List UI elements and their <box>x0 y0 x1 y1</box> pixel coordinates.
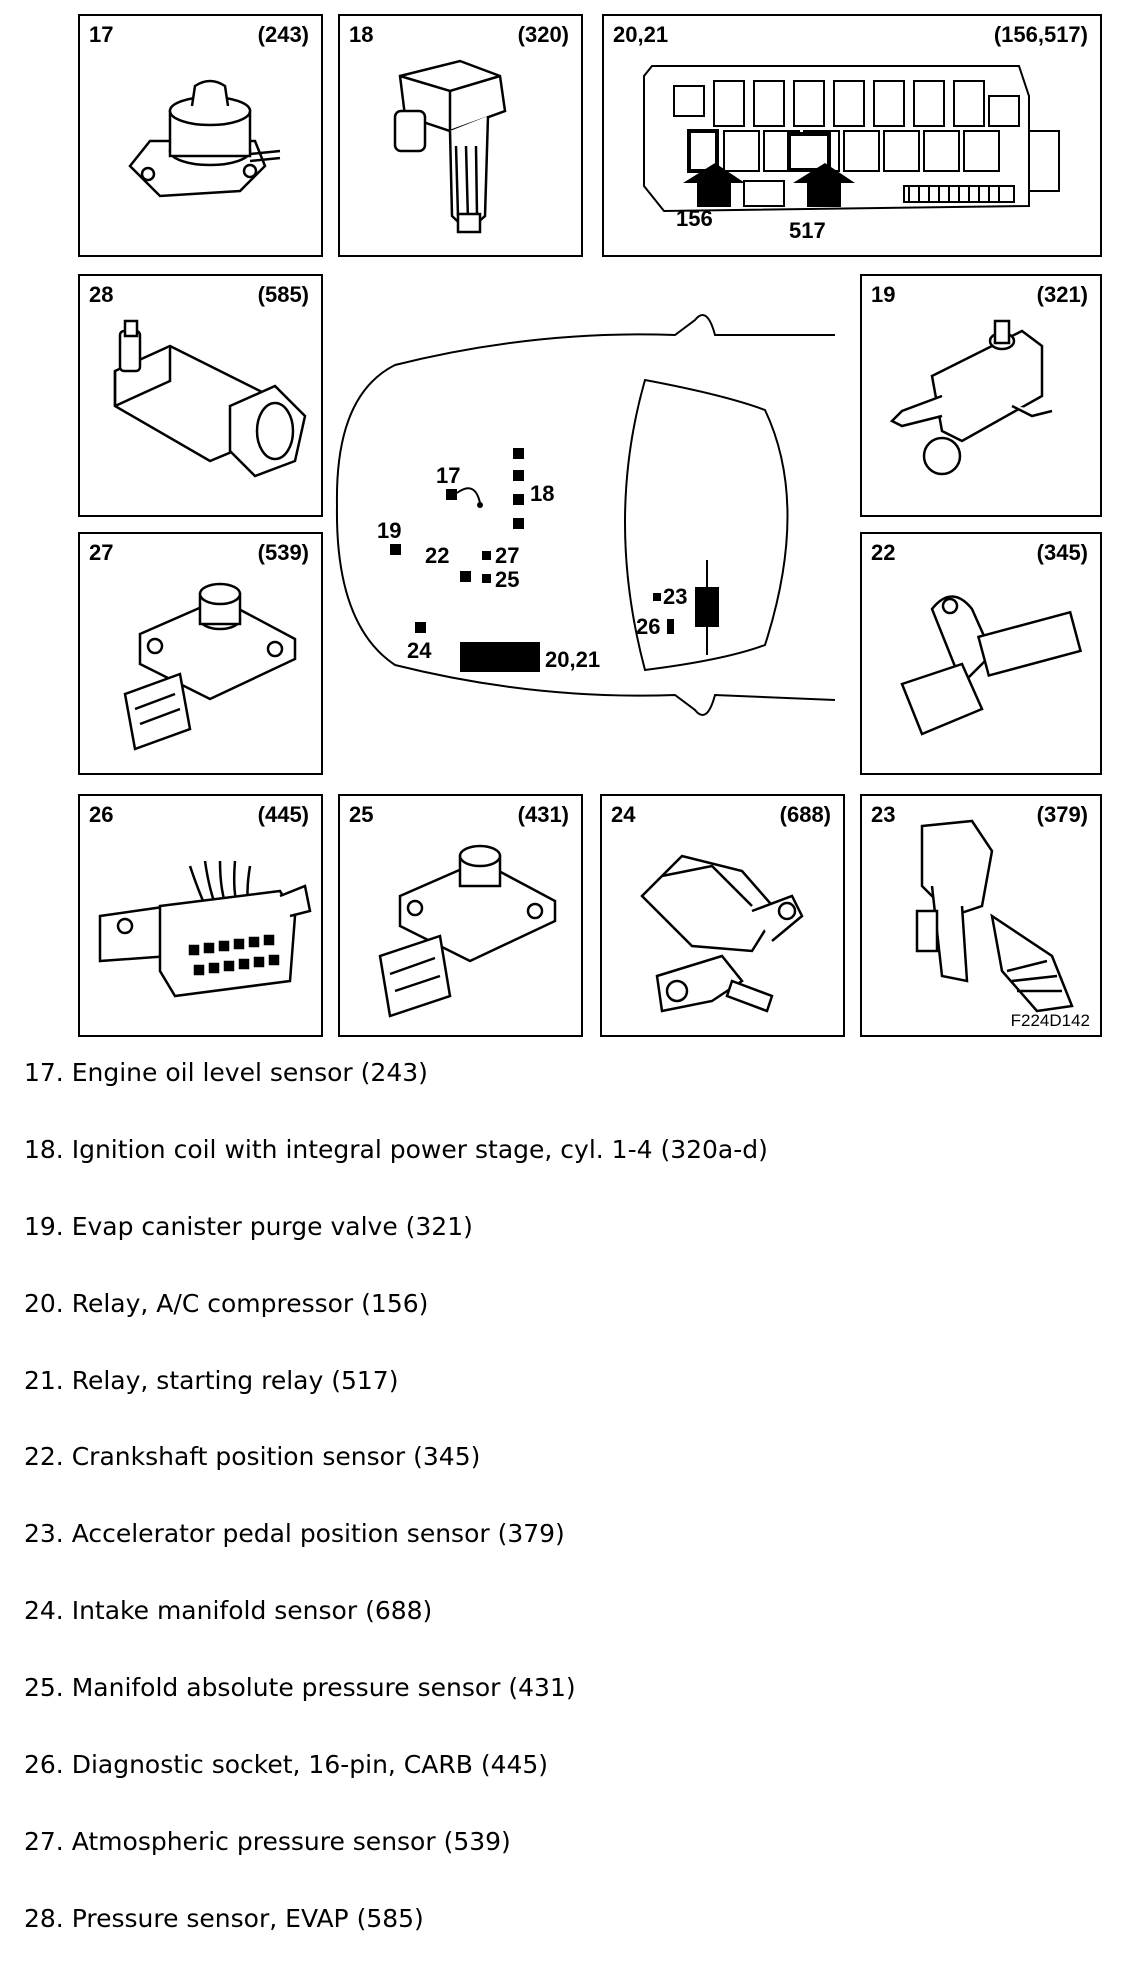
legend-list: 17. Engine oil level sensor (243) 18. Ig… <box>24 1058 1114 1981</box>
crankshaft-sensor-icon <box>900 595 1083 736</box>
arrow-label-517: 517 <box>789 218 826 243</box>
panel-code: (431) <box>517 802 569 827</box>
figure-id: F224D142 <box>1010 1011 1090 1030</box>
car-label-25: 25 <box>495 567 519 592</box>
legend-item: 27. Atmospheric pressure sensor (539) <box>24 1826 511 1856</box>
panel-number: 22 <box>871 540 896 565</box>
legend-item: 25. Manifold absolute pressure sensor (4… <box>24 1673 576 1703</box>
car-label-27: 27 <box>495 543 519 568</box>
panel-code: (379) <box>1036 802 1088 827</box>
marker-23 <box>653 593 661 601</box>
intake-manifold-sensor-icon <box>640 854 804 1013</box>
car-label-18: 18 <box>530 481 554 506</box>
panel-code: (585) <box>257 282 309 307</box>
car-label-17: 17 <box>436 463 460 488</box>
marker-18c <box>513 494 524 505</box>
ignition-coil-icon <box>393 59 507 234</box>
car-label-24: 24 <box>407 638 432 663</box>
panel-number: 24 <box>611 802 636 827</box>
marker-25 <box>482 574 491 583</box>
panel-22-crankshaft-sensor: 22 (345) <box>860 532 1102 775</box>
atmospheric-pressure-sensor-icon <box>123 582 297 751</box>
car-label-26: 26 <box>636 614 660 639</box>
panel-26-diagnostic-socket: 26 (445) <box>78 794 323 1037</box>
panel-number: 17 <box>89 22 114 47</box>
panel-number: 20,21 <box>613 22 669 47</box>
oil-level-sensor-icon <box>128 79 281 198</box>
panel-number: 23 <box>871 802 896 827</box>
legend-item: 26. Diagnostic socket, 16-pin, CARB (445… <box>24 1750 549 1780</box>
car-body-outline <box>335 314 835 716</box>
legend-item: 23. Accelerator pedal position sensor (3… <box>24 1519 565 1549</box>
vehicle-location-diagram: 17 18 19 22 27 25 24 20,21 23 26 <box>335 314 835 716</box>
legend-item: 20. Relay, A/C compressor (156) <box>24 1288 429 1318</box>
panel-27-atmospheric-pressure-sensor: 27 (539) <box>78 532 323 775</box>
panel-20-21-fuse-box: 156 517 20,21 (156,517) <box>602 14 1102 257</box>
marker-27 <box>482 551 491 560</box>
fuse-box-icon: 156 517 <box>643 65 1060 243</box>
car-label-22: 22 <box>425 543 449 568</box>
panel-code: (688) <box>779 802 831 827</box>
marker-18d <box>513 518 524 529</box>
panel-code: (345) <box>1036 540 1088 565</box>
panel-code: (445) <box>257 802 309 827</box>
panel-number: 19 <box>871 282 896 307</box>
panel-19-purge-valve: 19 (321) <box>860 274 1102 517</box>
panel-28-evap-pressure-sensor: 28 (585) <box>78 274 323 517</box>
panel-code: (539) <box>257 540 309 565</box>
marker-19 <box>390 544 401 555</box>
map-sensor-icon <box>378 844 557 1018</box>
car-label-20-21: 20,21 <box>545 647 600 672</box>
legend-item: 28. Pressure sensor, EVAP (585) <box>24 1903 424 1933</box>
marker-26 <box>667 619 674 634</box>
legend-item: 19. Evap canister purge valve (321) <box>24 1211 473 1241</box>
panel-25-map-sensor: 25 (431) <box>338 794 583 1037</box>
pedal-position-sensor-icon <box>915 819 1074 1013</box>
marker-20-21 <box>460 642 540 672</box>
panel-number: 18 <box>349 22 374 47</box>
marker-17-lead <box>456 487 481 504</box>
panel-17-oil-level-sensor: 17 (243) <box>78 14 323 257</box>
marker-24 <box>415 622 426 633</box>
legend-item: 18. Ignition coil with integral power st… <box>24 1134 768 1164</box>
panel-code: (321) <box>1036 282 1088 307</box>
diagnostic-socket-icon <box>98 860 312 998</box>
arrow-label-156: 156 <box>676 206 713 231</box>
legend-item: 21. Relay, starting relay (517) <box>24 1365 399 1395</box>
panel-number: 25 <box>349 802 374 827</box>
marker-18a <box>513 448 524 459</box>
legend-item: 22. Crankshaft position sensor (345) <box>24 1442 481 1472</box>
marker-17 <box>446 489 457 500</box>
windshield-outline <box>624 378 789 672</box>
panel-code: (156,517) <box>993 22 1088 47</box>
purge-valve-icon <box>889 319 1053 476</box>
panel-code: (320) <box>517 22 569 47</box>
car-label-19: 19 <box>377 518 401 543</box>
legend-item: 17. Engine oil level sensor (243) <box>24 1058 428 1087</box>
panel-number: 27 <box>89 540 114 565</box>
marker-22 <box>460 571 471 582</box>
panel-18-ignition-coil: 18 (320) <box>338 14 583 257</box>
car-label-23: 23 <box>663 584 687 609</box>
panel-number: 26 <box>89 802 114 827</box>
evap-pressure-sensor-icon <box>113 319 307 478</box>
panel-code: (243) <box>257 22 309 47</box>
panel-23-pedal-sensor: 23 (379) F224D142 <box>860 794 1102 1037</box>
marker-18b <box>513 470 524 481</box>
legend-item: 24. Intake manifold sensor (688) <box>24 1596 433 1626</box>
pedal-marker <box>695 587 719 627</box>
panel-24-intake-manifold-sensor: 24 (688) <box>600 794 845 1037</box>
panel-number: 28 <box>89 282 114 307</box>
